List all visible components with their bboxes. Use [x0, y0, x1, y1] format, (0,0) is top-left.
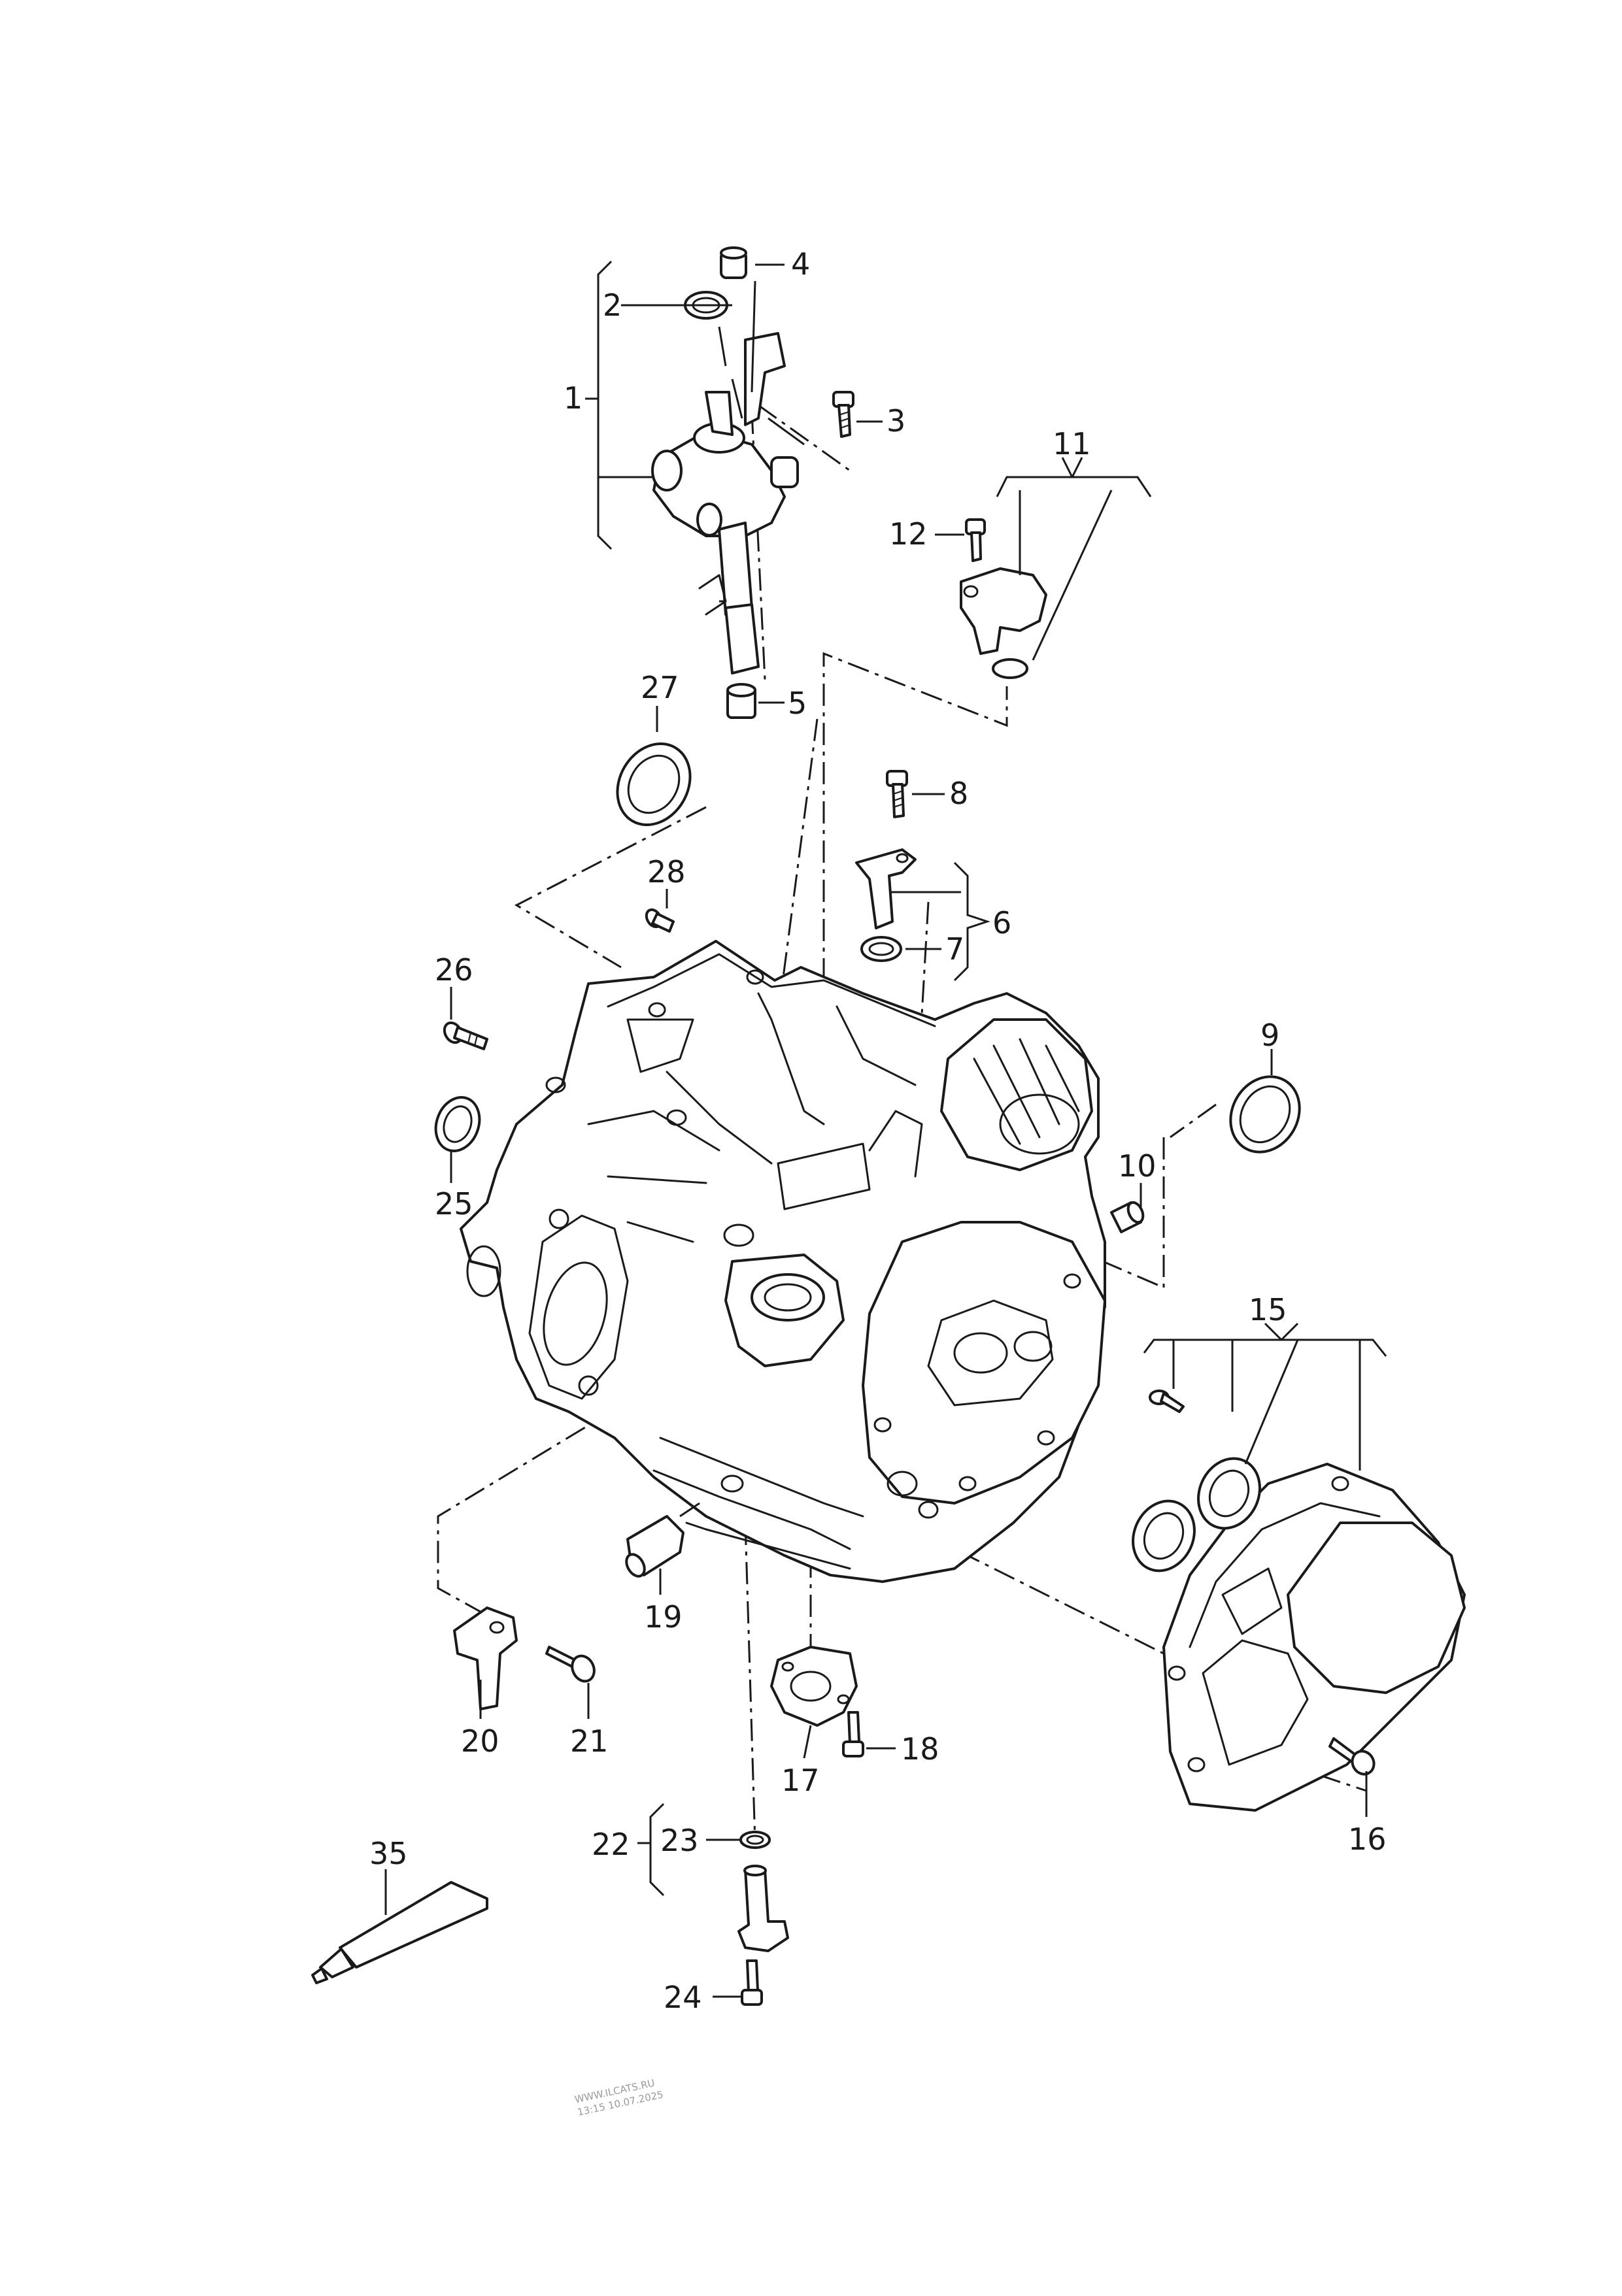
bolt-part-8	[886, 770, 908, 818]
callout-8: 8	[949, 776, 968, 811]
sealant-tube-part-35	[311, 1881, 488, 1984]
shaft-seal-part-9	[1229, 1075, 1301, 1154]
callout-26: 26	[435, 952, 473, 988]
bolt-part-16	[1328, 1737, 1376, 1776]
callout-2: 2	[603, 288, 622, 323]
bolt-part-18	[842, 1711, 864, 1757]
callout-18: 18	[901, 1731, 939, 1767]
seal-ring-part-7	[860, 936, 902, 962]
callout-3: 3	[887, 403, 905, 439]
bush-part-5	[726, 683, 756, 719]
callout-24: 24	[664, 1980, 702, 2015]
watermark-stamp: WWW.ILCATS.RU 13:15 10.07.2025	[573, 2077, 664, 2118]
callout-7: 7	[945, 931, 964, 967]
o-ring-part-23	[739, 1831, 771, 1849]
seal-part-27	[616, 742, 692, 827]
callout-17: 17	[781, 1763, 820, 1798]
flange-plate-part-17	[770, 1646, 858, 1727]
plug-part-10	[1110, 1201, 1145, 1233]
callout-19: 19	[644, 1599, 683, 1635]
bolt-part-21	[545, 1646, 596, 1683]
callout-10: 10	[1118, 1148, 1157, 1184]
sensor-part-20	[453, 1606, 518, 1719]
callout-21: 21	[570, 1723, 609, 1759]
cover-part-15	[1162, 1340, 1466, 1812]
callout-4: 4	[791, 246, 810, 282]
sender-part-6	[855, 848, 917, 929]
stud-part-26	[443, 1021, 488, 1050]
plug-part-28	[645, 908, 675, 933]
cap-part-4	[720, 246, 747, 279]
callout-12: 12	[889, 516, 928, 552]
bolt-part-24	[741, 1959, 763, 2006]
callout-23: 23	[660, 1823, 699, 1858]
callout-15: 15	[1249, 1292, 1287, 1327]
callout-22: 22	[592, 1827, 630, 1862]
bolt-part-12	[965, 518, 986, 562]
o-ring-part-2	[684, 291, 728, 367]
callout-11: 11	[1053, 426, 1091, 461]
callout-28: 28	[647, 854, 686, 890]
seal-part-15c	[1132, 1340, 1234, 1572]
callout-labels: 1 2 3 4 5 6 7 8 9 10 11 12 15 16 17 18 1…	[369, 246, 1387, 2015]
guide-tube-part-22	[637, 1803, 789, 1952]
callout-20: 20	[461, 1723, 499, 1759]
callout-35: 35	[369, 1836, 408, 1871]
bolt-part-15a	[1149, 1389, 1185, 1413]
callout-27: 27	[641, 670, 679, 705]
part-15-bracket	[1143, 1322, 1387, 1389]
callout-6: 6	[992, 905, 1011, 940]
seal-part-15b	[1197, 1339, 1299, 1530]
sensor-part-11	[960, 490, 1113, 679]
switch-part-19	[625, 1502, 700, 1578]
callout-9: 9	[1260, 1018, 1279, 1053]
seal-part-25	[434, 1096, 481, 1152]
bolt-part-3	[832, 391, 854, 438]
transmission-housing	[460, 940, 1106, 1583]
callout-5: 5	[788, 686, 807, 721]
callout-25: 25	[435, 1186, 473, 1222]
callout-16: 16	[1348, 1822, 1387, 1857]
callout-leaders	[384, 260, 1368, 1998]
callout-1: 1	[564, 380, 583, 416]
shift-mechanism-part-1	[651, 280, 805, 674]
